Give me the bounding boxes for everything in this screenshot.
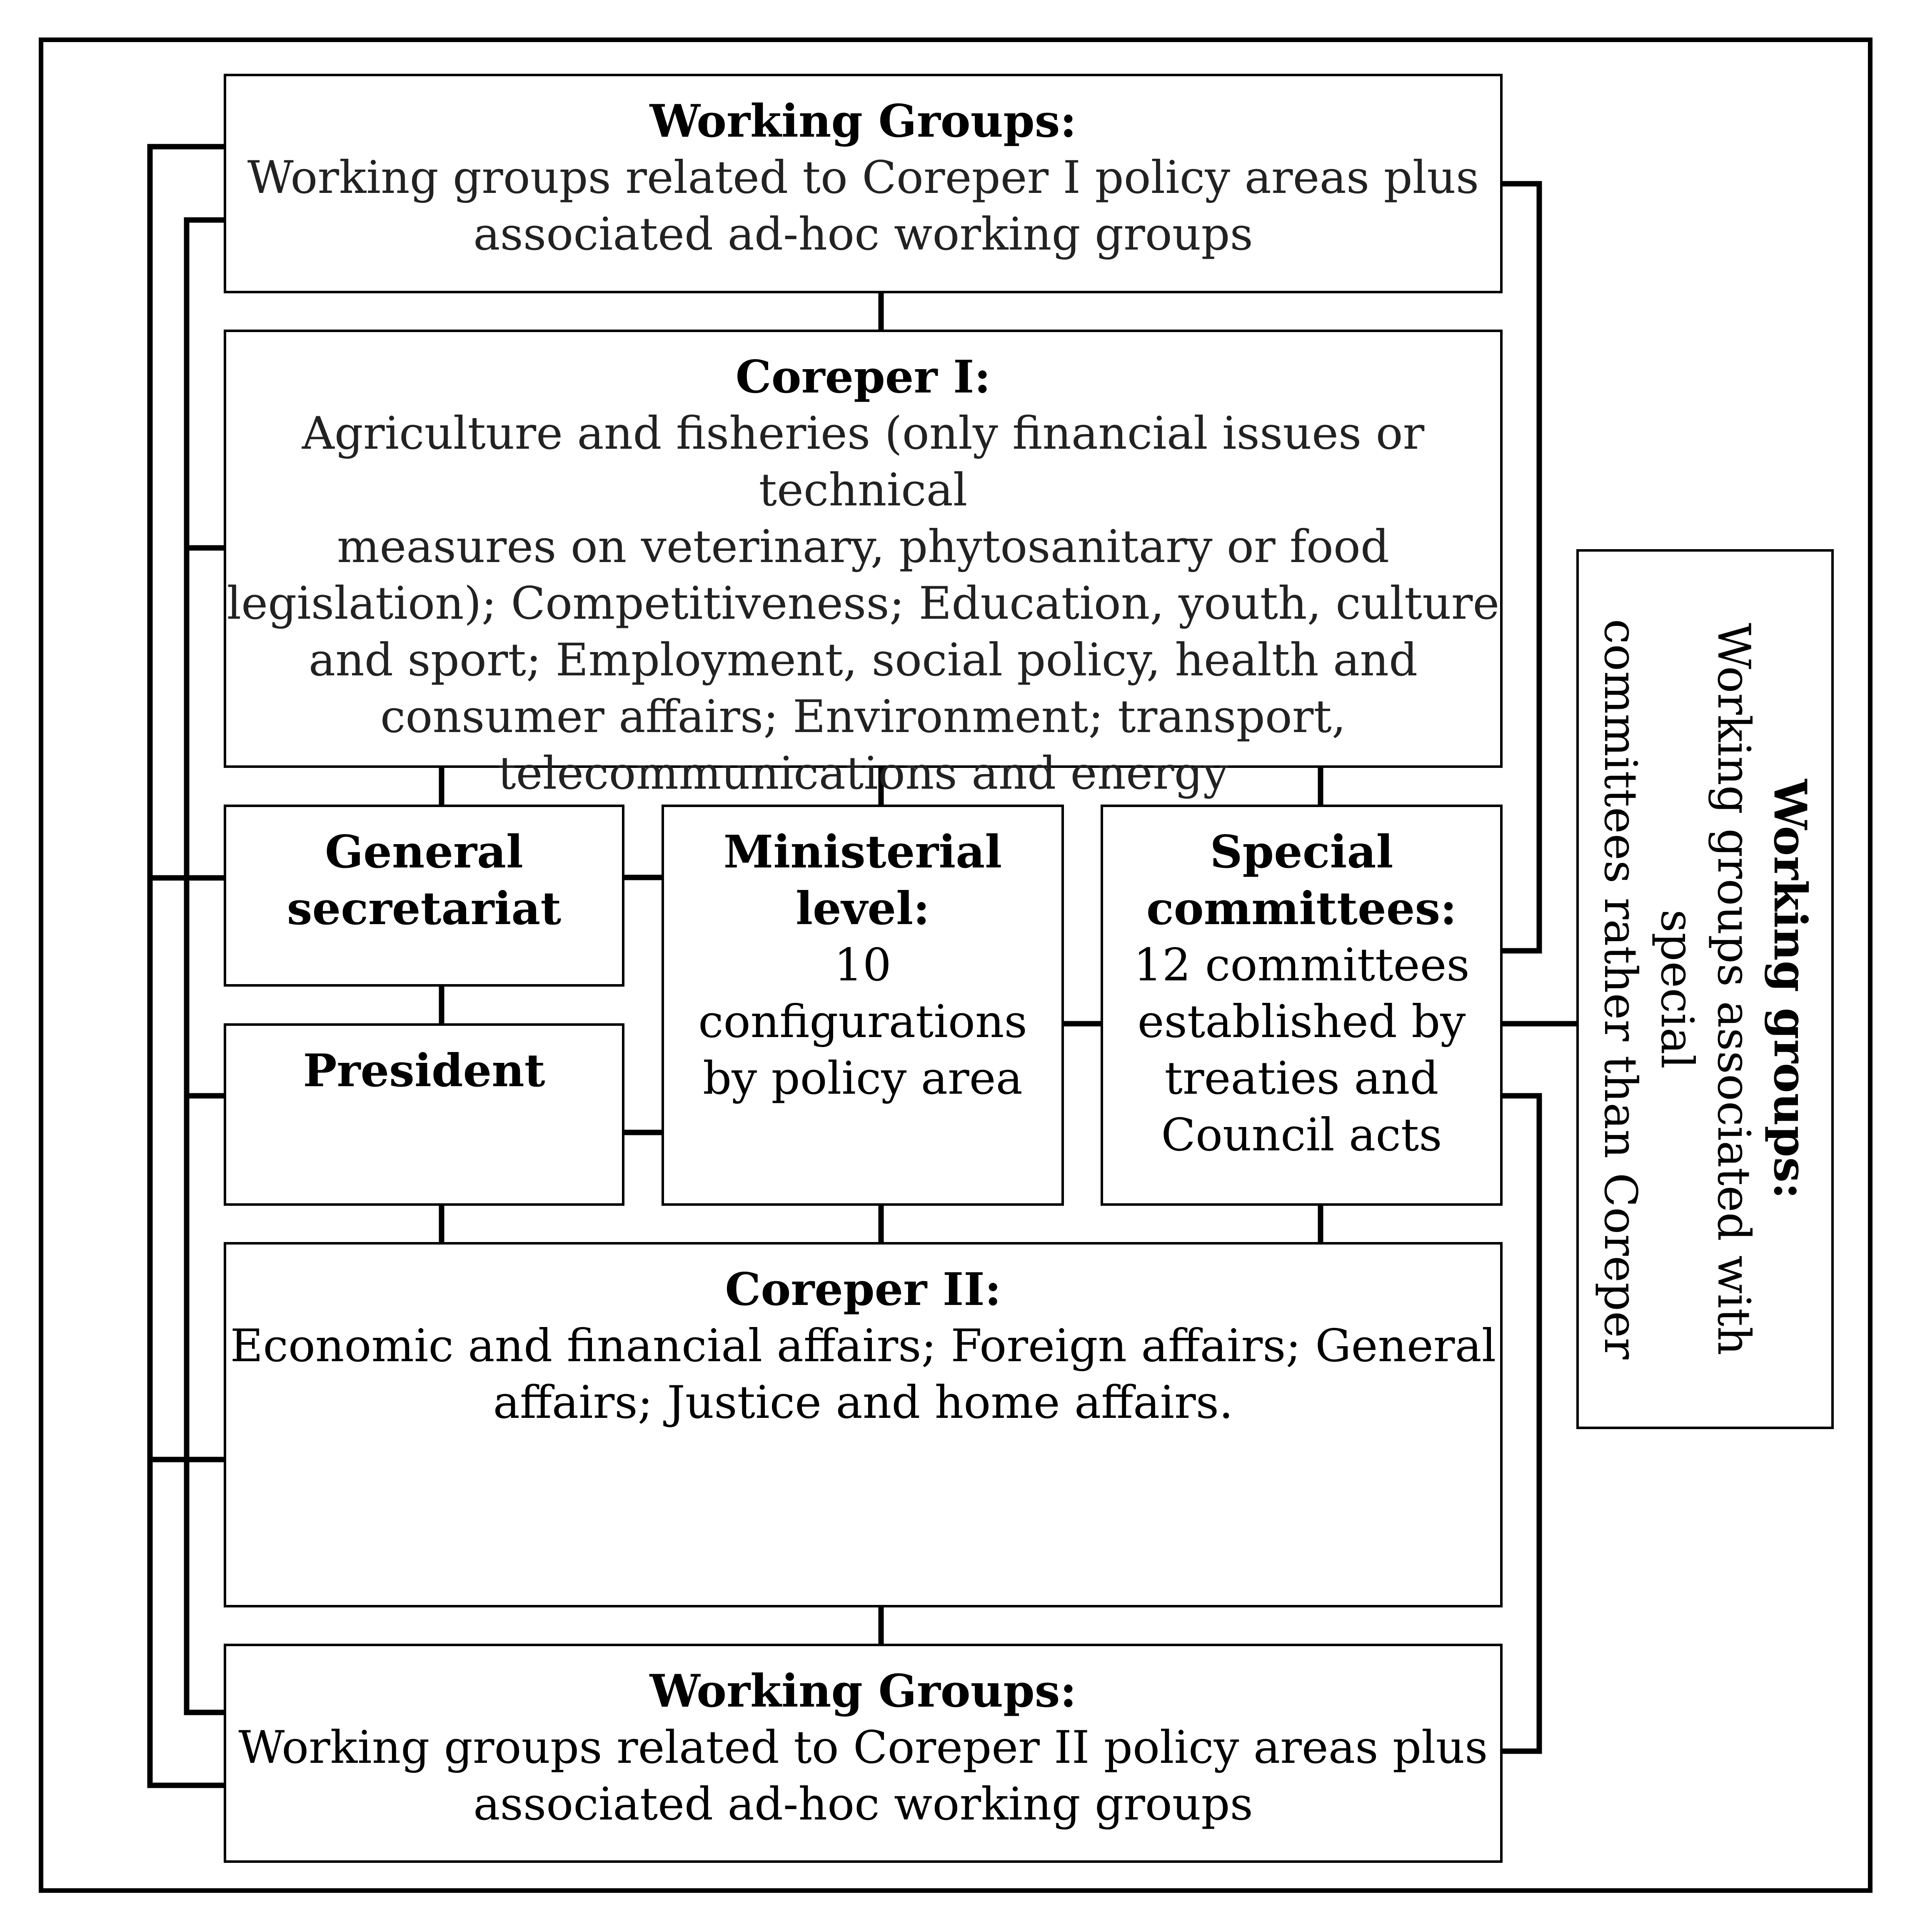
right-upper-bracket <box>1503 181 1542 954</box>
ministerial-text-2: configurations <box>698 996 1027 1048</box>
working-groups-coreper2-title: Working Groups: <box>649 1665 1077 1717</box>
special-committees-text-4: Council acts <box>1161 1109 1442 1161</box>
left-outer-bracket <box>147 144 224 1788</box>
working-groups-coreper2-text-1: Working groups related to Coreper II pol… <box>238 1722 1488 1774</box>
coreper1-box: Coreper I: Agriculture and fisheries (on… <box>224 330 1503 800</box>
special-committees-text-2: established by <box>1137 996 1466 1048</box>
coreper1-text-3: legislation); Competitiveness; Education… <box>227 577 1500 630</box>
special-committees-title-2: committees: <box>1146 882 1457 935</box>
ministerial-title-1: Ministerial <box>723 826 1002 878</box>
general-secretariat-title-2: secretariat <box>287 882 562 935</box>
coreper2-text-1: Economic and financial affairs; Foreign … <box>230 1320 1496 1372</box>
coreper2-box: Coreper II: Economic and financial affai… <box>224 1242 1503 1607</box>
president-title: President <box>303 1045 545 1097</box>
working-groups-coreper1-text-1: Working groups related to Coreper I poli… <box>247 152 1479 204</box>
president-box: President <box>224 1023 624 1206</box>
special-committees-box: Special committees: 12 committees establ… <box>1101 805 1503 1206</box>
ministerial-text-3: by policy area <box>703 1052 1023 1105</box>
coreper1-text-6: telecommunications and energy <box>498 747 1228 800</box>
ministerial-title-2: level: <box>795 882 930 935</box>
working-groups-coreper2-text-2: associated ad-hoc working groups <box>473 1778 1253 1830</box>
ministerial-text-1: 10 <box>834 939 891 991</box>
working-groups-special-committees-box: Working groups: Working groups associate… <box>1576 549 1834 1429</box>
special-committees-title-1: Special <box>1210 826 1393 878</box>
general-secretariat-box: General secretariat <box>224 805 624 987</box>
coreper1-text-2: measures on veterinary, phytosanitary or… <box>337 521 1390 573</box>
working-groups-coreper1-title: Working Groups: <box>649 95 1077 147</box>
working-groups-coreper1-text-2: associated ad-hoc working groups <box>473 208 1253 260</box>
coreper2-text-2: affairs; Justice and home affairs. <box>493 1377 1233 1429</box>
coreper1-text-5: consumer affairs; Environment; transport… <box>380 691 1346 743</box>
special-committees-text-3: treaties and <box>1164 1052 1439 1105</box>
general-secretariat-title-1: General <box>325 826 524 878</box>
side-title: Working groups: <box>1764 779 1816 1200</box>
right-lower-bracket <box>1503 1093 1542 1754</box>
coreper1-title: Coreper I: <box>735 351 991 403</box>
working-groups-coreper2-box: Working Groups: Working groups related t… <box>224 1644 1503 1863</box>
working-groups-coreper1-box: Working Groups: Working groups related t… <box>224 74 1503 293</box>
ministerial-level-box: Ministerial level: 10 configurations by … <box>662 805 1064 1206</box>
outer-frame <box>39 37 1873 1893</box>
left-inner-bracket <box>184 217 224 1715</box>
coreper2-title: Coreper II: <box>725 1263 1001 1316</box>
coreper1-text-4: and sport; Employment, social policy, he… <box>308 634 1418 686</box>
side-text-1: Working groups associated with special <box>1651 623 1760 1355</box>
side-text-2: committees rather than Coreper <box>1594 619 1646 1360</box>
special-committees-text-1: 12 committees <box>1134 939 1470 991</box>
coreper1-text-1: Agriculture and fisheries (only financia… <box>302 407 1425 516</box>
